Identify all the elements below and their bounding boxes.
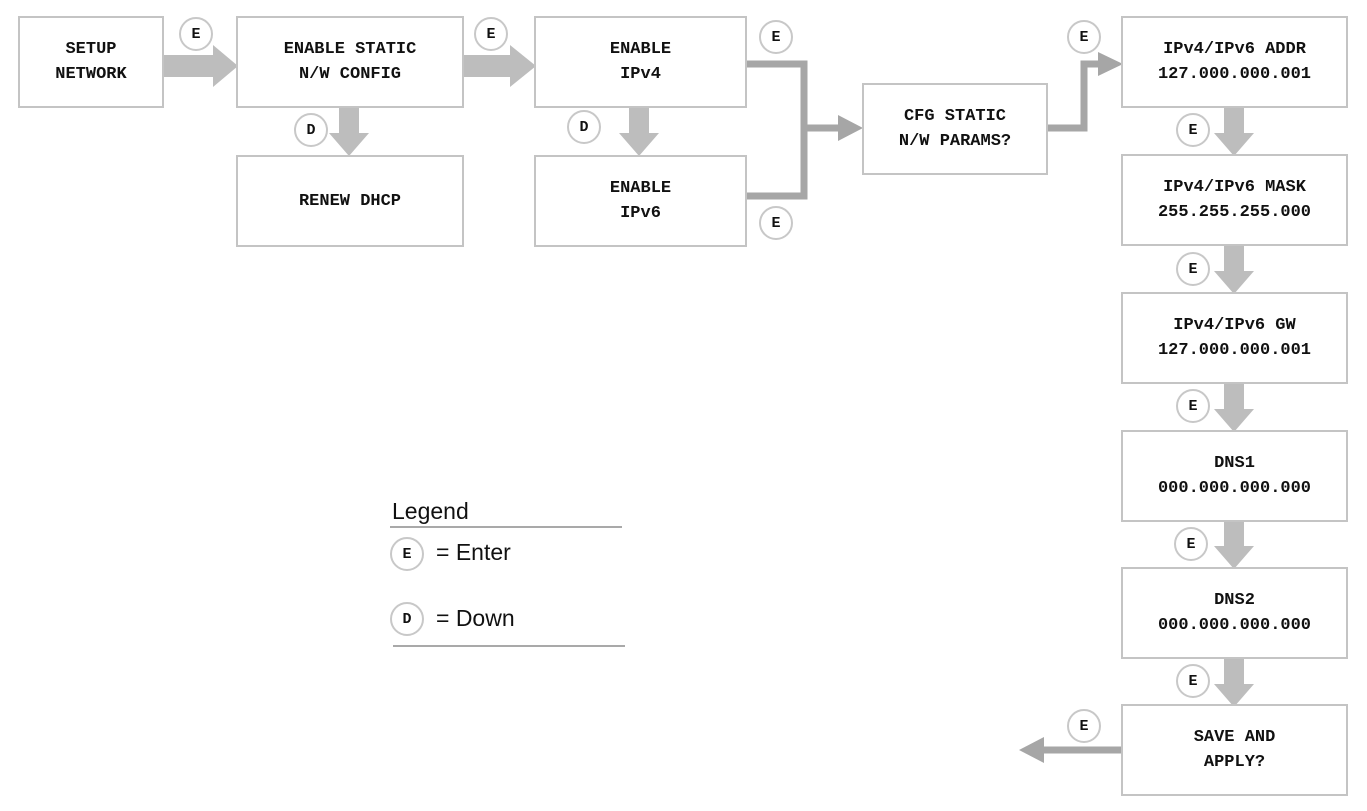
arrow-addr-to-mask [1214, 107, 1254, 156]
box-line: NETWORK [55, 65, 127, 84]
arrow-cfg-to-addr [1098, 52, 1123, 76]
box-line: 000.000.000.000 [1157, 479, 1312, 498]
box-line: SETUP [65, 40, 117, 59]
enter-key-badge: E [1067, 20, 1101, 54]
connector-ipv4-merge [746, 60, 808, 128]
box-line: ENABLE [609, 40, 672, 59]
legend-down-badge: D [390, 602, 424, 636]
arrow-mask-to-gw [1214, 245, 1254, 294]
legend-enter-badge: E [390, 537, 424, 571]
box-line: 255.255.255.000 [1157, 203, 1312, 222]
arrow-static-to-dhcp [329, 107, 369, 156]
enter-key-badge: E [1176, 113, 1210, 147]
box-line: ENABLE STATIC [283, 40, 417, 59]
renew-dhcp-box: RENEW DHCP [236, 155, 464, 247]
connector-cfg-to-addr [1046, 60, 1100, 132]
enable-ipv6-box: ENABLE IPv6 [534, 155, 747, 247]
box-line: 000.000.000.000 [1157, 616, 1312, 635]
enter-key-badge: E [1174, 527, 1208, 561]
arrow-dns2-to-save [1214, 658, 1254, 707]
ip-gateway-box: IPv4/IPv6 GW 127.000.000.001 [1121, 292, 1348, 384]
arrow-dns1-to-dns2 [1214, 520, 1254, 569]
box-line: IPv4/IPv6 ADDR [1163, 40, 1306, 59]
ip-mask-box: IPv4/IPv6 MASK 255.255.255.000 [1121, 154, 1348, 246]
box-line: IPv4/IPv6 GW [1173, 316, 1296, 335]
arrow-static-to-ipv4 [462, 45, 536, 87]
arrow-merge-to-cfg [838, 115, 863, 141]
box-line: DNS1 [1214, 454, 1255, 473]
box-line: IPv4/IPv6 MASK [1163, 178, 1306, 197]
enter-key-badge: E [1176, 389, 1210, 423]
setup-network-box: SETUP NETWORK [18, 16, 164, 108]
box-line: RENEW DHCP [298, 191, 402, 211]
cfg-static-params-box: CFG STATIC N/W PARAMS? [862, 83, 1048, 175]
enter-key-badge: E [1067, 709, 1101, 743]
box-line: APPLY? [1203, 753, 1266, 772]
enter-key-badge: E [1176, 252, 1210, 286]
enter-key-badge: E [1176, 664, 1210, 698]
dns2-box: DNS2 000.000.000.000 [1121, 567, 1348, 659]
box-line: N/W PARAMS? [898, 132, 1012, 151]
box-line: N/W CONFIG [298, 65, 402, 84]
box-line: ENABLE [609, 179, 672, 198]
box-line: 127.000.000.001 [1157, 341, 1312, 360]
legend-title: Legend [392, 498, 469, 524]
legend-down-label: = Down [436, 605, 515, 631]
save-and-apply-box: SAVE AND APPLY? [1121, 704, 1348, 796]
enter-key-badge: E [759, 206, 793, 240]
arrow-save-exit [1019, 737, 1044, 763]
arrow-setup-to-static [163, 45, 238, 87]
ip-address-box: IPv4/IPv6 ADDR 127.000.000.001 [1121, 16, 1348, 108]
down-key-badge: D [294, 113, 328, 147]
enter-key-badge: E [179, 17, 213, 51]
box-line: 127.000.000.001 [1157, 65, 1312, 84]
box-line: CFG STATIC [903, 107, 1007, 126]
enable-static-config-box: ENABLE STATIC N/W CONFIG [236, 16, 464, 108]
enter-key-badge: E [759, 20, 793, 54]
box-line: DNS2 [1214, 591, 1255, 610]
legend-enter-label: = Enter [436, 539, 511, 565]
box-line: SAVE AND [1193, 728, 1276, 747]
box-line: IPv4 [620, 65, 661, 84]
box-line: IPv6 [620, 204, 661, 223]
down-key-badge: D [567, 110, 601, 144]
arrow-gw-to-dns1 [1214, 383, 1254, 432]
arrow-ipv4-to-ipv6 [619, 107, 659, 156]
dns1-box: DNS1 000.000.000.000 [1121, 430, 1348, 522]
enable-ipv4-box: ENABLE IPv4 [534, 16, 747, 108]
enter-key-badge: E [474, 17, 508, 51]
connector-ipv6-merge [746, 128, 808, 200]
